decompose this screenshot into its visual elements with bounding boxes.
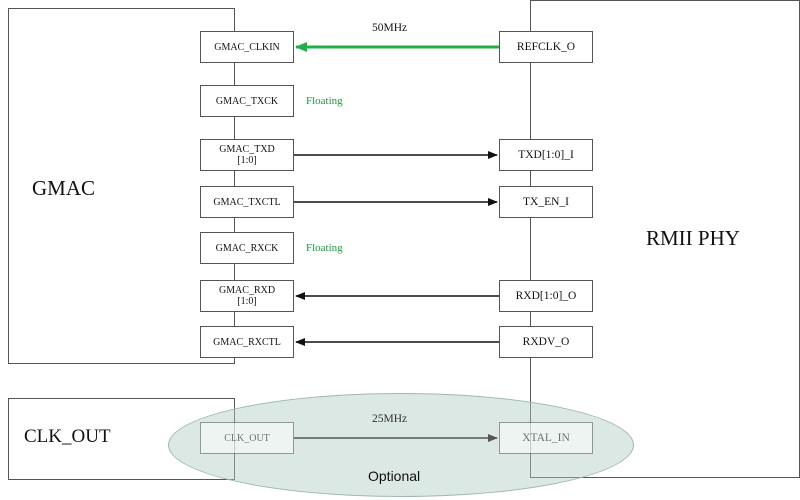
txck-floating-note: Floating [306,95,343,107]
pin-gmac-rxctl: GMAC_RXCTL [200,326,294,358]
pin-gmac-rxd-line1: GMAC_RXD [218,285,276,296]
pin-clk-out: CLK_OUT [200,422,294,454]
pin-phy-rxd: RXD[1:0]_O [499,280,593,312]
refclk-frequency: 50MHz [372,22,408,34]
pin-phy-tx-en: TX_EN_I [499,186,593,218]
pin-gmac-rxd: GMAC_RXD [1:0] [200,280,294,312]
pin-phy-refclk: REFCLK_O [499,31,593,63]
rxck-floating-note: Floating [306,242,343,254]
pin-gmac-txd-line1: GMAC_TXD [219,144,275,155]
pin-gmac-clkin: GMAC_CLKIN [200,31,294,63]
pin-gmac-rxck: GMAC_RXCK [200,232,294,264]
pin-gmac-txd-line2: [1:0] [237,155,257,166]
pin-gmac-txctl: GMAC_TXCTL [200,186,294,218]
pin-phy-rxdv: RXDV_O [499,326,593,358]
rmii-phy-label: RMII PHY [646,226,740,250]
rmii-phy-block [530,0,800,478]
pin-gmac-rxd-line2: [1:0] [237,296,257,307]
clk-out-label: CLK_OUT [24,426,111,447]
gmac-label: GMAC [32,176,96,200]
optional-label: Optional [368,468,421,484]
gmac-block [8,8,235,364]
pin-gmac-txck: GMAC_TXCK [200,85,294,117]
pin-phy-txd: TXD[1:0]_I [499,139,593,171]
pin-phy-xtal-in: XTAL_IN [499,422,593,454]
pin-gmac-txd: GMAC_TXD [1:0] [200,139,294,171]
xtal-frequency: 25MHz [372,413,408,425]
